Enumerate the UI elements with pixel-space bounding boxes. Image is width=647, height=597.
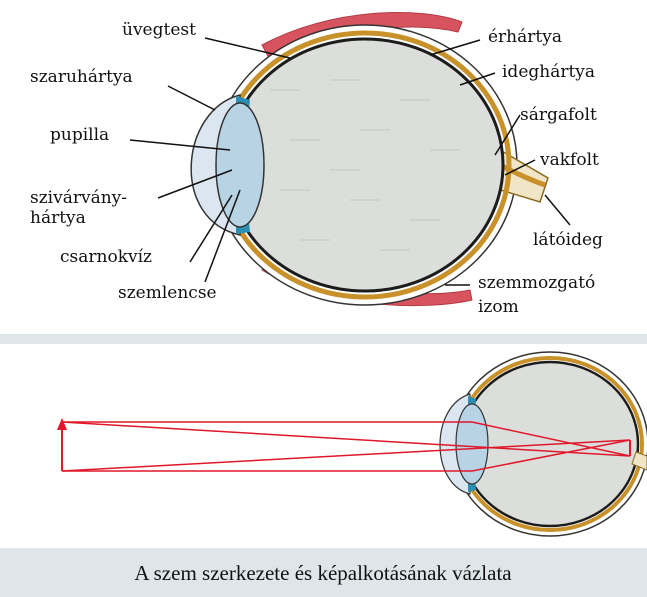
label-szaruhartya: szaruhártya [30,67,133,87]
label-szivarvany-2: hártya [30,208,86,228]
eye-lens-small [456,404,488,484]
label-vakfolt: vakfolt [539,150,599,170]
eye-anatomy-diagram: üvegtest szaruhártya pupilla szivárvány-… [0,0,647,334]
label-erhartya: érhártya [488,27,562,47]
image-formation-diagram [0,344,647,548]
image-formation-panel [0,344,647,548]
caption-bar: A szem szerkezete és képalkotásának vázl… [0,548,647,597]
label-sargafolt: sárgafolt [520,105,597,125]
object-arrow-head [57,418,67,430]
retina-layer [227,39,503,291]
label-szemlencse: szemlencse [118,283,217,303]
label-szemmozgato-2: izom [478,297,519,317]
label-ideghartya: ideghártya [502,62,595,82]
label-latoideg: látóideg [533,230,603,250]
label-szivarvany-1: szivárvány- [30,188,127,208]
label-pupilla: pupilla [50,125,109,145]
label-csarnokviz: csarnokvíz [60,247,152,267]
label-szemmozgato-1: szemmozgató [478,273,595,293]
figure-caption: A szem szerkezete és képalkotásának vázl… [134,561,512,585]
label-uvegtest: üvegtest [122,20,196,40]
eye-anatomy-panel: üvegtest szaruhártya pupilla szivárvány-… [0,0,647,334]
caption-svg: A szem szerkezete és képalkotásának vázl… [0,548,647,597]
